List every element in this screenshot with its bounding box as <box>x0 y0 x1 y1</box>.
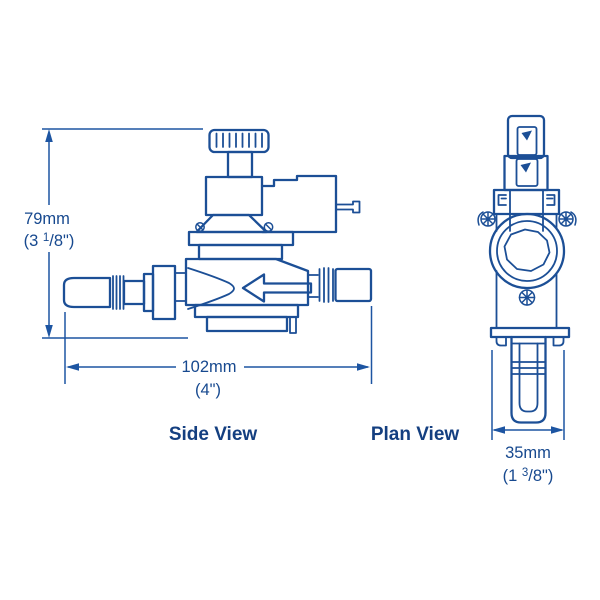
clamp-screw-bottom <box>518 289 536 306</box>
height-imperial-label: (3 1/8") <box>24 232 75 250</box>
plan-view-drawing <box>477 114 577 424</box>
plan-width-metric-label: 35mm <box>505 444 551 462</box>
terminal-blade-icon <box>520 162 531 173</box>
left-hose-ribs <box>112 275 125 310</box>
connector-slot-bottom <box>515 158 539 187</box>
mounting-base-upper <box>193 303 300 319</box>
valve-upper-body <box>204 175 264 217</box>
plan-view-label: Plan View <box>371 424 460 445</box>
spigot-bore <box>518 342 539 413</box>
right-hose-ribs <box>318 267 334 303</box>
width-metric-label: 102mm <box>181 358 236 376</box>
arrow-right-icon <box>551 426 564 434</box>
side-view-drawing <box>62 128 373 334</box>
clamp-screw-right <box>558 211 577 227</box>
mounting-base-tab <box>289 316 297 334</box>
fraction-numerator: 3 <box>522 467 528 479</box>
mounting-base-lower <box>205 315 289 333</box>
knob-stem <box>226 150 254 179</box>
flange-plate <box>187 230 295 247</box>
arrow-down-icon <box>45 325 53 338</box>
arrow-left-icon <box>66 363 79 371</box>
height-dimension: 79mm (3 1/8") <box>24 128 203 339</box>
terminal-blade-icon <box>521 130 532 141</box>
height-metric-label: 79mm <box>24 210 70 228</box>
bonnet-screw-left-slot <box>196 223 204 231</box>
ear-right <box>546 194 556 206</box>
knob-top-profile <box>503 228 551 272</box>
bonnet-screw-right-slot <box>264 223 273 231</box>
clamp-screw-left <box>477 211 496 227</box>
width-imperial-label: (4") <box>195 381 221 399</box>
flow-direction-arrow-icon <box>241 273 313 303</box>
imperial-open: (3 <box>24 232 43 250</box>
base-plate <box>489 326 571 339</box>
electrical-connector-top <box>506 114 546 160</box>
left-port-collar <box>142 272 155 313</box>
width-dimension: 102mm (4") <box>64 306 373 399</box>
left-port-flange <box>151 264 177 321</box>
plan-width-imperial-label: (1 3/8") <box>503 467 554 485</box>
knob-knurling <box>215 132 263 148</box>
electrical-connector-base <box>503 154 549 192</box>
solenoid-coil <box>260 174 338 234</box>
arrow-up-icon <box>45 129 53 142</box>
fraction-rest: /8") <box>528 467 553 485</box>
right-hose-barb <box>334 267 373 303</box>
spigot-ribs <box>510 361 547 375</box>
fraction-numerator: 1 <box>43 232 49 244</box>
center-column-lines <box>509 189 544 232</box>
clamp-ring-outer <box>488 212 566 290</box>
base-foot-right <box>552 336 565 347</box>
valve-bonnet <box>195 213 268 234</box>
adjustment-knob <box>208 128 270 154</box>
left-port-joint-lines <box>174 272 187 302</box>
valve-main-body <box>184 257 310 307</box>
side-view-label: Side View <box>169 424 258 445</box>
base-foot-left <box>495 336 507 347</box>
fraction-rest: /8") <box>49 232 74 250</box>
outlet-spigot <box>510 335 547 424</box>
imperial-open: (1 <box>503 467 522 485</box>
terminal-pin <box>335 200 361 214</box>
clamp-ring-inner <box>496 220 558 282</box>
left-hose-barb <box>62 276 112 309</box>
bracket-ears <box>492 188 561 216</box>
arrow-right-icon <box>357 363 370 371</box>
plan-width-dimension: 35mm (1 3/8") <box>491 350 565 485</box>
right-port-stub <box>307 274 319 298</box>
body-side-lines <box>495 213 558 329</box>
connector-slot-top <box>516 126 538 156</box>
body-neck <box>197 243 284 261</box>
arrow-left-icon <box>492 426 505 434</box>
extension-lines <box>491 350 565 440</box>
valve-seat-profile <box>187 267 235 310</box>
left-port-pipe <box>122 279 146 306</box>
ear-left <box>497 194 507 206</box>
